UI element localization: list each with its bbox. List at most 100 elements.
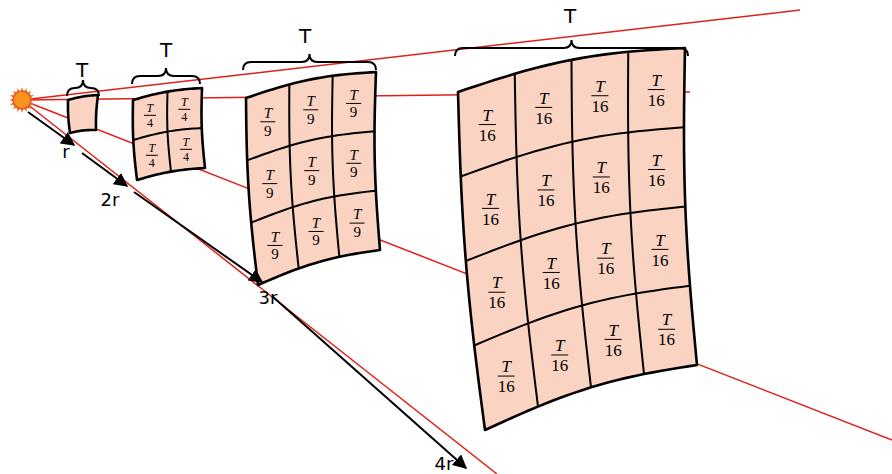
fraction-numerator: T (349, 87, 357, 102)
total-label: T (76, 60, 88, 80)
grid-line (474, 286, 690, 346)
grid-line (289, 84, 298, 268)
fraction-bar (658, 329, 675, 330)
fraction-denominator: 16 (537, 192, 554, 209)
fraction-numerator: T (307, 94, 315, 109)
fraction-bar (479, 124, 496, 125)
fraction-numerator: T (353, 207, 361, 222)
fraction-denominator: 9 (353, 225, 361, 240)
area-panel (133, 88, 205, 180)
area-panel (246, 72, 380, 285)
fraction-denominator: 16 (597, 260, 614, 277)
fraction-numerator: T (350, 147, 358, 162)
fraction-denominator: 4 (147, 117, 153, 129)
fraction-numerator: T (183, 136, 190, 148)
panel-outline (68, 95, 98, 133)
brace (455, 40, 688, 56)
fraction-bar (309, 231, 324, 232)
fraction-bar (652, 249, 669, 250)
fraction-bar (648, 89, 665, 90)
fraction-numerator: T (539, 89, 548, 106)
fraction-bar (303, 109, 318, 110)
fraction-denominator: 16 (482, 210, 499, 227)
fraction-bar (551, 354, 568, 355)
fraction-bar (605, 339, 622, 340)
area-panel (68, 95, 98, 133)
fraction-denominator: 16 (605, 341, 622, 358)
fraction-denominator: 9 (312, 233, 320, 248)
fraction-bar (591, 95, 608, 96)
fraction-denominator: 9 (308, 172, 316, 187)
fraction-numerator: T (547, 254, 556, 271)
fraction-numerator: T (271, 229, 279, 244)
fraction-denominator: 16 (479, 126, 496, 143)
fraction-bar (597, 258, 614, 259)
fraction-denominator: 9 (350, 165, 358, 180)
fraction-numerator: T (308, 154, 316, 169)
fraction-numerator: T (555, 337, 564, 354)
fraction-bar (304, 170, 319, 171)
brace (67, 80, 99, 96)
fraction-numerator: T (147, 102, 154, 114)
fraction-denominator: 16 (543, 274, 560, 291)
fraction-numerator: T (608, 321, 617, 338)
fraction-bar (260, 121, 275, 122)
fraction-denominator: 16 (652, 251, 669, 268)
light-ray (22, 100, 892, 440)
fraction-bar (267, 245, 282, 246)
fraction-numerator: T (486, 190, 495, 207)
panel-outline (458, 48, 697, 430)
area-panel (458, 48, 697, 430)
fraction-denominator: 16 (498, 378, 515, 395)
fraction-denominator: 9 (307, 111, 315, 126)
fraction-bar (593, 176, 610, 177)
grid-line (332, 76, 339, 257)
panel-outline (246, 72, 380, 285)
brace (243, 54, 376, 70)
fraction-denominator: 16 (488, 294, 505, 311)
distance-arrow (272, 296, 466, 468)
fraction-denominator: 9 (266, 185, 274, 200)
fraction-numerator: T (148, 142, 155, 154)
grid-line (133, 128, 202, 140)
fraction-numerator: T (266, 167, 274, 182)
fraction-numerator: T (662, 311, 671, 328)
fraction-denominator: 16 (535, 109, 552, 126)
fraction-bar (488, 292, 505, 293)
fraction-numerator: T (595, 77, 604, 94)
fraction-numerator: T (264, 106, 272, 121)
fraction-numerator: T (181, 96, 188, 108)
fraction-numerator: T (483, 106, 492, 123)
distance-label: 4r (435, 455, 454, 473)
fraction-numerator: T (541, 172, 550, 189)
distance-arrow (134, 192, 262, 282)
grid-line (628, 52, 644, 374)
fraction-numerator: T (492, 274, 501, 291)
fraction-numerator: T (501, 358, 510, 375)
fraction-bar (543, 272, 560, 273)
light-ray (22, 100, 497, 474)
total-label: T (160, 40, 172, 60)
fraction-denominator: 9 (271, 247, 279, 262)
panel-outline (133, 88, 205, 180)
fraction-bar (482, 208, 499, 209)
fraction-denominator: 16 (648, 91, 665, 108)
distance-label: r (62, 143, 69, 161)
fraction-bar (262, 183, 277, 184)
fraction-bar (498, 376, 515, 377)
fraction-denominator: 16 (658, 331, 675, 348)
distance-arrow (28, 112, 74, 145)
fraction-bar (346, 163, 361, 164)
fraction-numerator: T (652, 151, 661, 168)
fraction-denominator: 9 (350, 105, 358, 120)
panel-fill (68, 95, 98, 133)
fraction-denominator: 9 (264, 123, 272, 138)
fraction-bar (535, 107, 552, 108)
fraction-numerator: T (597, 159, 606, 176)
fraction-denominator: 4 (183, 151, 189, 163)
fraction-bar (350, 223, 365, 224)
panel-fill (246, 72, 380, 285)
